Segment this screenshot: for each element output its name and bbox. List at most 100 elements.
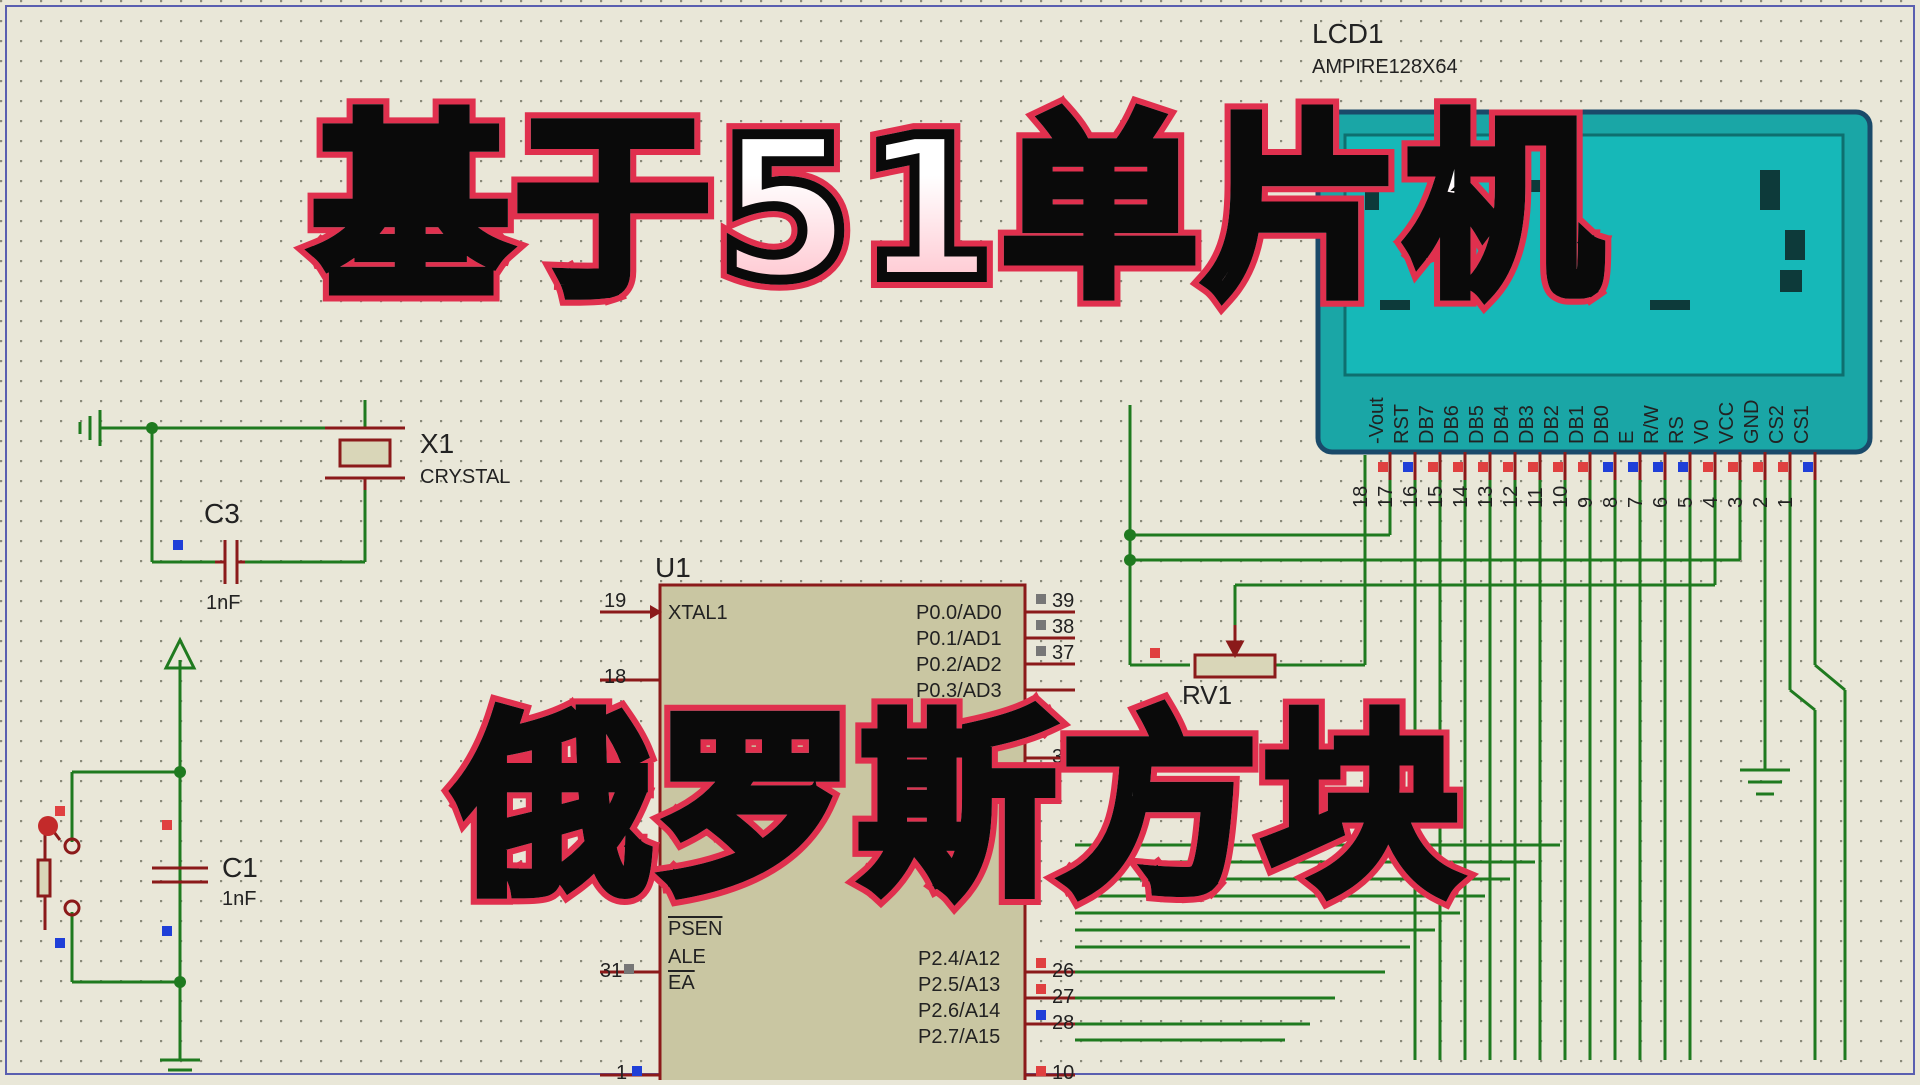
mcu-pin-name: P0.1/AD1 — [916, 628, 1002, 650]
mcu-pin-name: P0.3/AD3 — [916, 680, 1002, 702]
mcu-pin-number: 27 — [1052, 986, 1075, 1008]
c1-reference: C1 — [222, 852, 258, 883]
push-button-symbol — [36, 819, 81, 930]
lcd-pin-number: 16 — [1400, 485, 1422, 508]
crystal-reference: X1 — [420, 428, 455, 459]
mcu-pin-name: PSEN — [668, 918, 723, 940]
lcd-pin-marker — [1678, 462, 1688, 472]
lcd-pin-label: RST — [1391, 404, 1413, 444]
mcu-pin-markers — [624, 594, 1046, 1076]
pin-marker — [55, 806, 65, 816]
lcd-pin-label: CS1 — [1791, 405, 1813, 444]
mcu-pin-number: 19 — [604, 590, 627, 612]
mcu-pin-number: 37 — [1052, 642, 1075, 664]
crystal-section — [100, 400, 367, 564]
lcd-pin-stubs — [1378, 452, 1817, 480]
c3-value: 1nF — [206, 592, 241, 614]
lcd-pin-label: RS — [1666, 416, 1688, 444]
mcu-pin-name: P0.0/AD0 — [916, 602, 1002, 624]
mcu-pin-number: 1 — [616, 1062, 628, 1084]
crystal-type: CRYSTAL — [420, 466, 511, 488]
mcu-pin-name: P2.7/A15 — [918, 1026, 1001, 1048]
mcu-pin-number: 39 — [1052, 590, 1075, 612]
mcu-pin-name: P2.6/A14 — [918, 1000, 1001, 1022]
lcd-pin-number: 2 — [1750, 496, 1772, 508]
lcd-pin-marker — [1528, 462, 1538, 472]
lcd-pin-label: DB2 — [1541, 405, 1563, 444]
c1-value: 1nF — [222, 888, 257, 910]
data-bus-wires — [1075, 405, 1847, 1060]
mcu-right-pins — [1025, 610, 1075, 1077]
lcd-pin-label: DB6 — [1441, 405, 1463, 444]
mcu-pin-number: 38 — [1052, 616, 1075, 638]
junction-dot — [174, 976, 186, 988]
mcu-pin-name: ALE — [668, 946, 706, 968]
lcd-pin-marker — [1628, 462, 1638, 472]
lcd-pin-number: 1 — [1775, 496, 1797, 508]
lcd-pin-marker — [1378, 462, 1388, 472]
lcd-pin-marker — [1403, 462, 1413, 472]
mcu-pin-number: 18 — [604, 666, 627, 688]
title-line2: 俄罗斯方块 — [0, 705, 1920, 911]
title-line1: 基于51单片机 — [0, 107, 1920, 313]
pin-marker — [173, 540, 183, 550]
lcd-pin-label: GND — [1741, 399, 1763, 444]
junction-dot — [174, 766, 186, 778]
lcd-pin-number: 6 — [1650, 496, 1672, 508]
lcd-pin-marker — [1453, 462, 1463, 472]
crystal-symbol — [325, 426, 405, 490]
ground-symbol-left — [78, 410, 102, 446]
potentiometer-rv1 — [1193, 625, 1277, 679]
ground-symbol-bottom — [160, 1058, 200, 1072]
ground-symbol-right — [1740, 768, 1790, 796]
lcd-pin-label: DB5 — [1466, 405, 1488, 444]
mcu-pin-name: EA — [668, 972, 695, 994]
lcd-pin-number: 12 — [1500, 485, 1522, 508]
lcd-pin-number: 11 — [1525, 487, 1547, 508]
mcu-pin-number: 31 — [600, 960, 623, 982]
title-line2-text: 俄罗斯方块 — [450, 694, 1465, 922]
mcu-pin-number: 28 — [1052, 1012, 1075, 1034]
pin-marker — [55, 938, 65, 948]
lcd-pin-number: 9 — [1575, 496, 1597, 508]
title-line1-text: 基于51单片机 — [308, 96, 1608, 324]
lcd-pin-marker — [1653, 462, 1663, 472]
vcc-arrow-symbol — [163, 636, 197, 670]
mcu-pin-number: 10 — [1052, 1062, 1075, 1084]
lcd-pin-number: 8 — [1600, 496, 1622, 508]
lcd-model: AMPIRE128X64 — [1312, 56, 1458, 78]
lcd-pin-label: DB1 — [1566, 405, 1588, 444]
lcd-pin-marker — [1803, 462, 1813, 472]
pin-marker — [162, 926, 172, 936]
lcd-pin-marker — [1703, 462, 1713, 472]
lcd-pin-label: E — [1616, 430, 1638, 444]
capacitor-c1 — [152, 866, 208, 884]
lcd-pin-label: VCC — [1716, 401, 1738, 444]
lcd-pin-label: DB0 — [1591, 405, 1613, 444]
pin-marker — [162, 820, 172, 830]
lcd-pin-label: DB3 — [1516, 405, 1538, 444]
c3-reference: C3 — [204, 498, 240, 529]
mcu-pin-name: P2.5/A13 — [918, 974, 1001, 996]
lcd-pin-number: 18 — [1350, 485, 1372, 508]
mcu-reference: U1 — [655, 552, 691, 583]
button-indicator-icon — [38, 816, 58, 836]
lcd-pin-label: CS2 — [1766, 405, 1788, 444]
title-line1-shadow: 基于51单片机 — [0, 101, 1920, 319]
lcd-pin-label: DB4 — [1491, 405, 1513, 444]
lcd-pin-number: 17 — [1375, 485, 1397, 508]
lcd-reference: LCD1 — [1312, 18, 1384, 49]
junction-dot — [146, 422, 158, 434]
lcd-pin-marker — [1753, 462, 1763, 472]
lcd-pin-marker — [1578, 462, 1588, 472]
lcd-pin-marker — [1553, 462, 1563, 472]
reset-circuit — [70, 660, 182, 1060]
lcd-pin-number: 15 — [1425, 485, 1447, 508]
lcd-pin-marker — [1503, 462, 1513, 472]
capacitor-c3 — [215, 540, 245, 584]
mcu-body[interactable] — [658, 583, 1027, 1085]
lcd-pin-label: DB7 — [1416, 405, 1438, 444]
mcu-pin-name: XTAL1 — [668, 602, 728, 624]
lcd-pin-marker — [1478, 462, 1488, 472]
